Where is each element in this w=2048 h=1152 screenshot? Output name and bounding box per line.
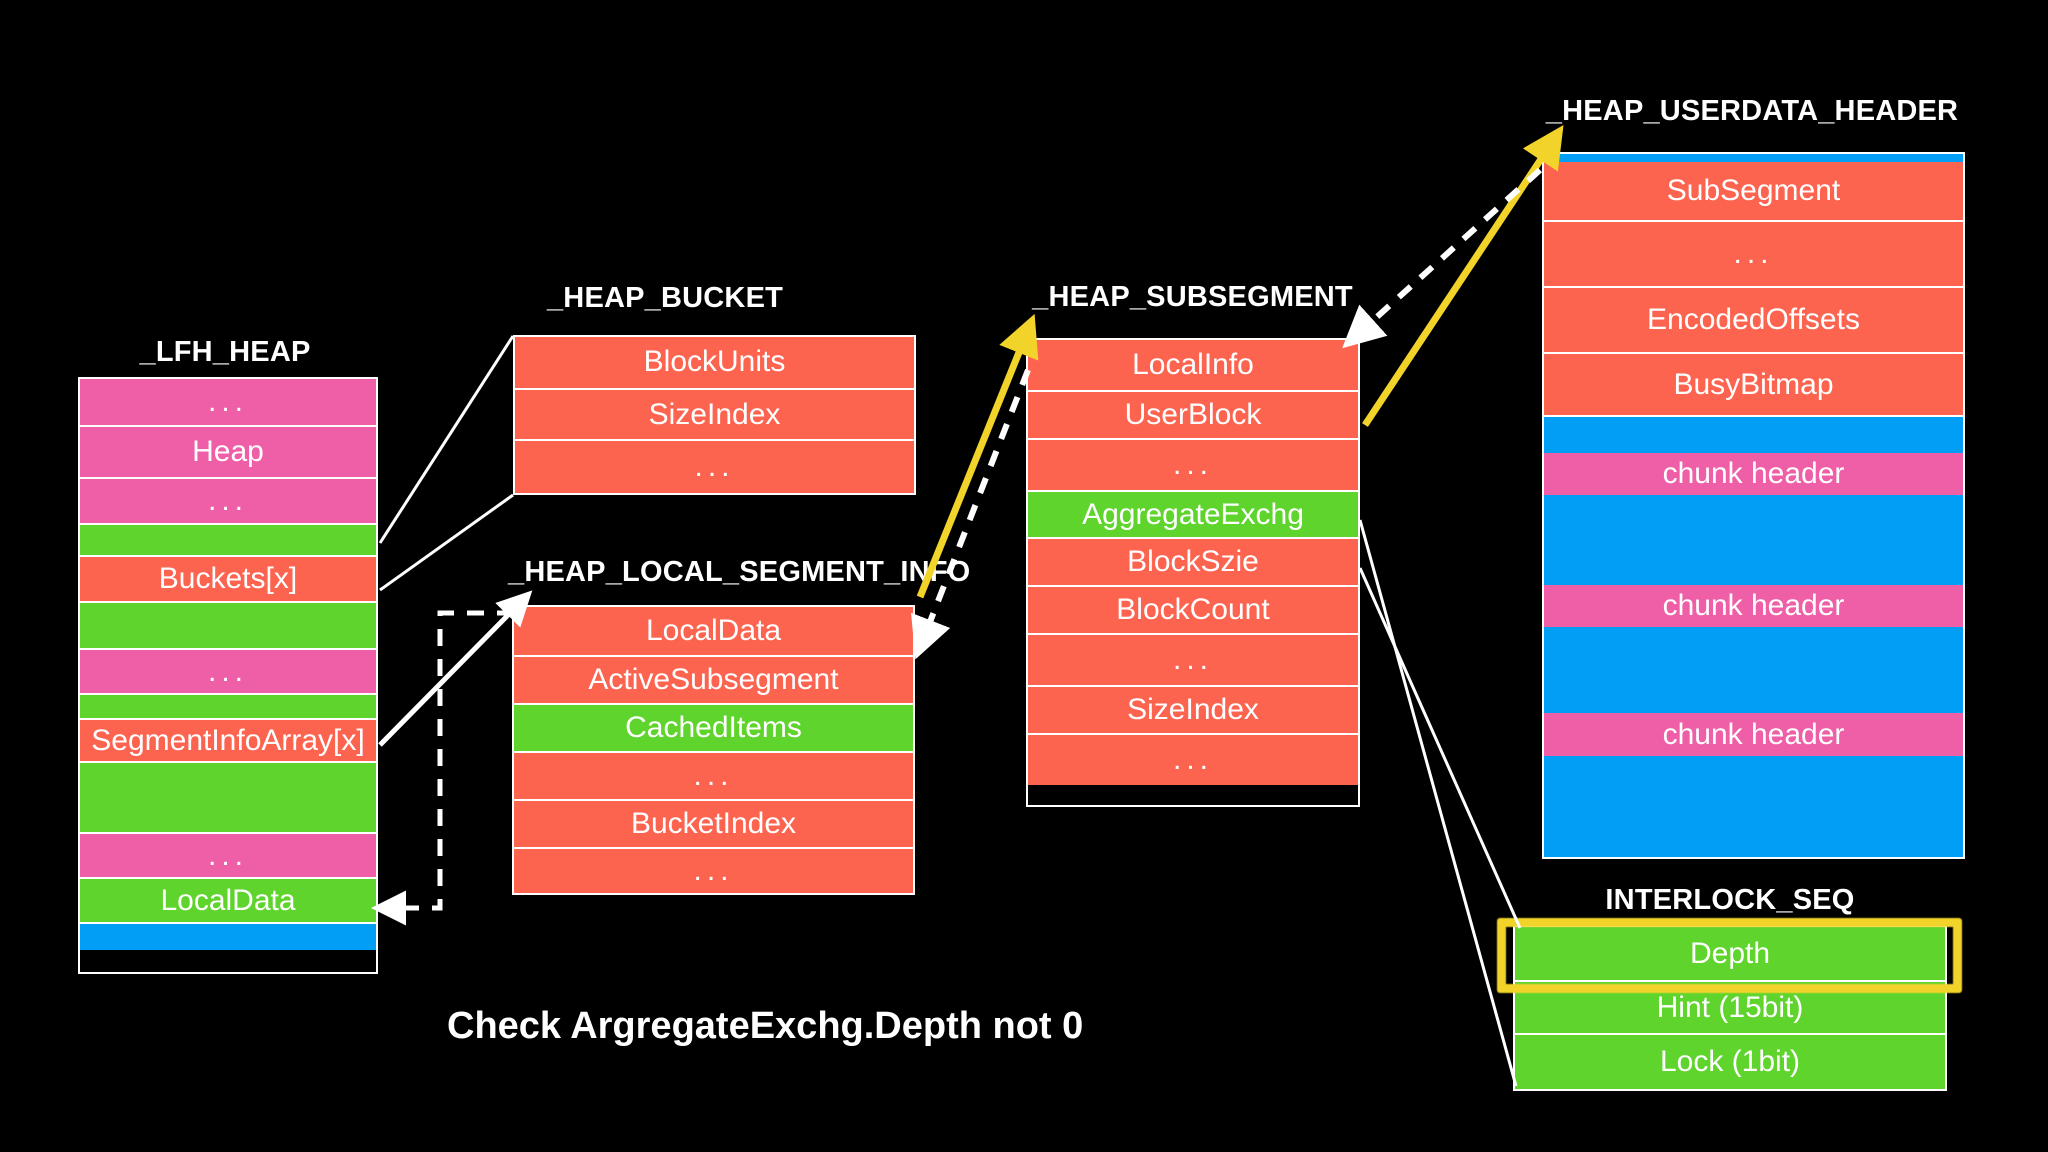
- row-udh-busybitmap: BusyBitmap: [1544, 354, 1963, 417]
- row-ss-aggregateexchg: AggregateExchg: [1028, 492, 1358, 539]
- row-is-lock: Lock (1bit): [1515, 1035, 1945, 1089]
- row-udh-chunk-header-1: chunk header: [1544, 453, 1963, 495]
- row-udh-top-strip: [1544, 154, 1963, 162]
- row-lfh-tail: [80, 924, 376, 950]
- leader-buckets-top: [378, 335, 515, 544]
- row-bucket-blockunits: BlockUnits: [515, 337, 914, 390]
- row-udh-encodedoffsets: EncodedOffsets: [1544, 288, 1963, 354]
- row-bucket-sizeindex: SizeIndex: [515, 389, 914, 442]
- struct-heap-local-segment-info: LocalData ActiveSubsegment CachedItems .…: [512, 605, 915, 895]
- row-udh-chunk-header-2: chunk header: [1544, 585, 1963, 627]
- struct-title-heap-local-segment-info: _HEAP_LOCAL_SEGMENT_INFO: [508, 556, 971, 588]
- row-ss-blockcount: BlockCount: [1028, 587, 1358, 635]
- row-lfh-dots-3: ...: [80, 650, 376, 695]
- row-udh-dots: ...: [1544, 222, 1963, 288]
- leader-buckets-bottom: [379, 493, 514, 592]
- row-lsi-cacheditems: CachedItems: [514, 705, 913, 753]
- dashed-userdata-header-to-subsegment: [1342, 167, 1543, 349]
- row-lfh-pad-4: [80, 763, 376, 834]
- row-udh-subsegment: SubSegment: [1544, 162, 1963, 222]
- row-lfh-pad-1: [80, 525, 376, 557]
- row-udh-chunk-header-3: chunk header: [1544, 713, 1963, 756]
- row-lfh-dots-2: ...: [80, 479, 376, 525]
- struct-title-heap-subsegment: _HEAP_SUBSEGMENT: [1032, 281, 1353, 313]
- row-bucket-dots: ...: [515, 441, 914, 493]
- dashed-subsegment-to-localsegmentinfo: [911, 368, 1031, 660]
- row-lfh-dots-1: ...: [80, 379, 376, 427]
- row-lfh-buckets: Buckets[x]: [80, 557, 376, 603]
- diagram-caption: Check ArgregateExchg.Depth not 0: [447, 1005, 1084, 1047]
- row-lfh-pad-3: [80, 695, 376, 720]
- row-udh-chunk-body-3: [1544, 627, 1963, 713]
- row-udh-chunk-body-1: [1544, 417, 1963, 453]
- row-ss-sizeindex: SizeIndex: [1028, 687, 1358, 735]
- row-ss-dots-3: ...: [1028, 735, 1358, 785]
- dashed-localdata-backlink: [371, 610, 514, 926]
- row-lsi-dots-1: ...: [514, 753, 913, 801]
- row-lfh-localdata: LocalData: [80, 879, 376, 924]
- struct-heap-subsegment: LocalInfo UserBlock ... AggregateExchg B…: [1026, 338, 1360, 807]
- row-lfh-heap: Heap: [80, 427, 376, 479]
- struct-title-interlock-seq: INTERLOCK_SEQ: [1605, 884, 1855, 916]
- arrow-seginfo-to-localsegmentinfo: [378, 590, 533, 747]
- arrow-userblock-to-userdata-header: [1362, 124, 1564, 427]
- row-ss-dots-2: ...: [1028, 635, 1358, 687]
- struct-lfh-heap: ... Heap ... Buckets[x] ... SegmentInfoA…: [78, 377, 378, 974]
- row-ss-blockszie: BlockSzie: [1028, 539, 1358, 587]
- row-ss-userblock: UserBlock: [1028, 392, 1358, 440]
- row-lsi-activesubsegment: ActiveSubsegment: [514, 657, 913, 705]
- struct-heap-userdata-header: SubSegment ... EncodedOffsets BusyBitmap…: [1542, 152, 1965, 859]
- leader-aggregateexchg-top: [1358, 519, 1518, 1087]
- row-lfh-dots-4: ...: [80, 834, 376, 879]
- row-lfh-pad-2: [80, 603, 376, 650]
- row-udh-chunk-body-2: [1544, 495, 1963, 585]
- row-lsi-dots-2: ...: [514, 849, 913, 893]
- row-is-depth: Depth: [1515, 927, 1945, 982]
- row-ss-dots-1: ...: [1028, 440, 1358, 492]
- row-lsi-localdata: LocalData: [514, 607, 913, 657]
- struct-interlock-seq: Depth Hint (15bit) Lock (1bit): [1513, 925, 1947, 1091]
- row-lfh-seginfo: SegmentInfoArray[x]: [80, 720, 376, 763]
- row-ss-localinfo: LocalInfo: [1028, 340, 1358, 392]
- depth-highlight-annotation: [1497, 918, 1962, 993]
- struct-title-lfh-heap: _LFH_HEAP: [139, 336, 311, 368]
- struct-title-heap-bucket: _HEAP_BUCKET: [546, 282, 784, 314]
- leader-aggregateexchg-bottom: [1358, 567, 1522, 929]
- struct-heap-bucket: BlockUnits SizeIndex ...: [513, 335, 916, 495]
- row-lsi-bucketindex: BucketIndex: [514, 801, 913, 849]
- row-udh-chunk-body-4: [1544, 756, 1963, 857]
- struct-title-heap-userdata-header: _HEAP_USERDATA_HEADER: [1545, 95, 1959, 127]
